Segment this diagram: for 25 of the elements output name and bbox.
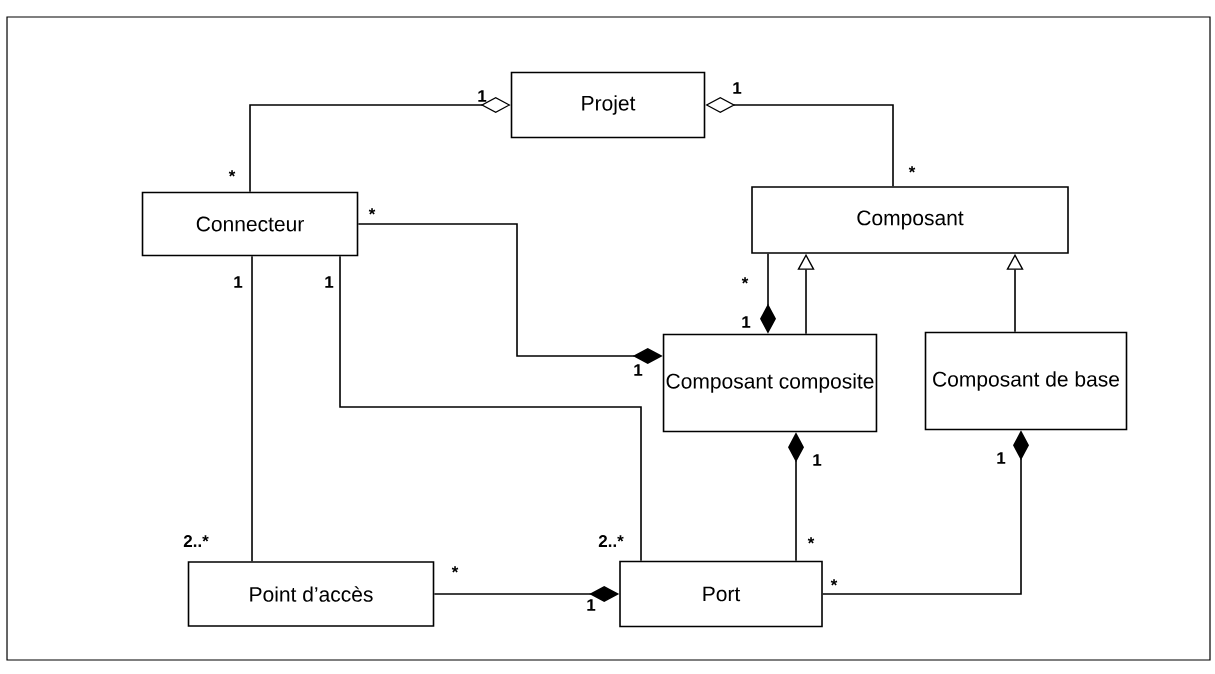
class-box: Composant composite — [662, 333, 878, 433]
class-box: Projet — [510, 71, 706, 139]
multiplicity-label: * — [741, 277, 749, 284]
multiplicity-label: 2..* — [598, 535, 624, 547]
multiplicity-label: * — [368, 208, 376, 215]
multiplicity-label: 1 — [813, 454, 822, 466]
multiplicity-label: 1 — [325, 276, 334, 288]
multiplicity-label: * — [228, 170, 236, 177]
class-box: Point d’accès — [187, 561, 435, 627]
multiplicity-label: 1 — [733, 82, 742, 94]
class-box: Composant — [751, 186, 1069, 254]
multiplicity-label: * — [807, 537, 815, 544]
class-box: Port — [619, 560, 823, 628]
multiplicity-label: * — [830, 579, 838, 586]
class-box: Composant de base — [924, 331, 1128, 431]
multiplicity-label: 1 — [478, 90, 487, 102]
multiplicity-label: 1 — [634, 364, 643, 376]
association-line — [251, 255, 253, 562]
multiplicity-label: * — [451, 566, 459, 573]
multiplicity-label: 1 — [234, 276, 243, 288]
class-box: Connecteur — [141, 191, 359, 257]
association-line — [339, 255, 642, 562]
multiplicity-label: 1 — [997, 452, 1006, 464]
multiplicity-label: * — [908, 166, 916, 173]
multiplicity-label: 1 — [587, 599, 596, 611]
